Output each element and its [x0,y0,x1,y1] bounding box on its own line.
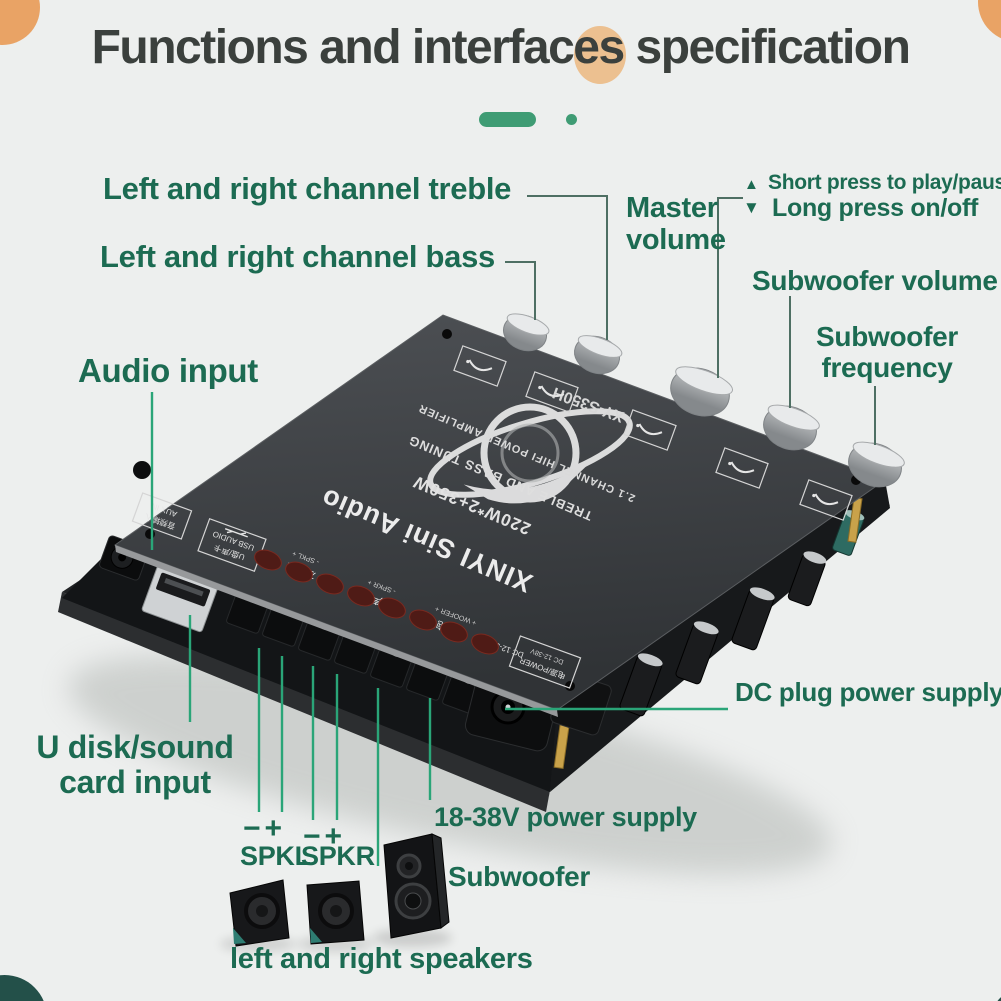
label-subwoofer: Subwoofer [448,861,590,892]
power-down-icon: ▼ [743,198,760,217]
board-screw [145,529,155,539]
label-subwoofer-frequency: Subwoofer frequency [816,321,958,383]
right-speaker [306,880,365,945]
board-screw [442,329,452,339]
label-long-press: Long press on/off [772,194,978,222]
capacitor [675,621,719,685]
dial-icon [540,385,565,398]
knob-subwoofer-volume[interactable] [757,399,822,457]
page-title: Functions and interfaces specification [91,21,911,74]
capacitor [731,587,775,651]
label-18-38v: 18-38V power supply [434,802,697,832]
speakers-group [220,833,452,952]
label-spkr-polarity: −+ [303,820,347,853]
title-divider-dot [566,114,577,125]
bass-line [505,261,536,320]
label-treble: Left and right channel treble [103,171,512,206]
bottom-pcb-front-face [58,592,550,812]
title-divider-pill [479,112,536,127]
dial-icon [814,493,839,506]
callout-lines-dark [505,195,876,445]
knob-labels [453,345,853,521]
knob-treble[interactable] [499,310,552,357]
left-speaker [229,879,290,947]
label-spkl: SPKL [240,841,311,871]
label-dc-plug: DC plug power supply [735,677,1001,707]
knob-master-volume[interactable] [664,360,736,424]
solder-pads [254,549,499,655]
master-volume-line [717,197,743,378]
play-pause-up-icon: ▲ [744,176,759,193]
dial-icon [638,423,663,436]
dial-icon [468,359,493,372]
subwoofer-speaker [383,833,450,939]
label-spkl-polarity: −+ [243,812,287,845]
knob-subwoofer-frequency[interactable] [842,436,907,494]
label-master-volume: Master volume [626,192,726,256]
usb-trident-icon [224,528,248,538]
speaker-accent [233,928,246,944]
treble-line [527,195,608,340]
label-short-press: Short press to play/pause [768,171,1001,194]
top-pcb-edge [115,545,558,717]
label-subwoofer-volume: Subwoofer volume [752,265,998,296]
capacitor [787,551,827,607]
label-u-disk: U disk/sound card input [36,729,234,801]
label-audio-input: Audio input [78,352,258,389]
label-spkr: SPKR [301,841,375,871]
callout-lines-bright [150,392,728,866]
dial-icon [730,461,755,474]
label-left-right-speakers: left and right speakers [230,943,533,975]
speaker-accent [310,928,322,943]
brand-logo [427,403,633,504]
label-bass: Left and right channel bass [100,239,495,274]
title-accent-circle [574,26,626,84]
small-cap [133,461,151,479]
knob-bass[interactable] [569,330,625,380]
capacitor [619,653,663,717]
